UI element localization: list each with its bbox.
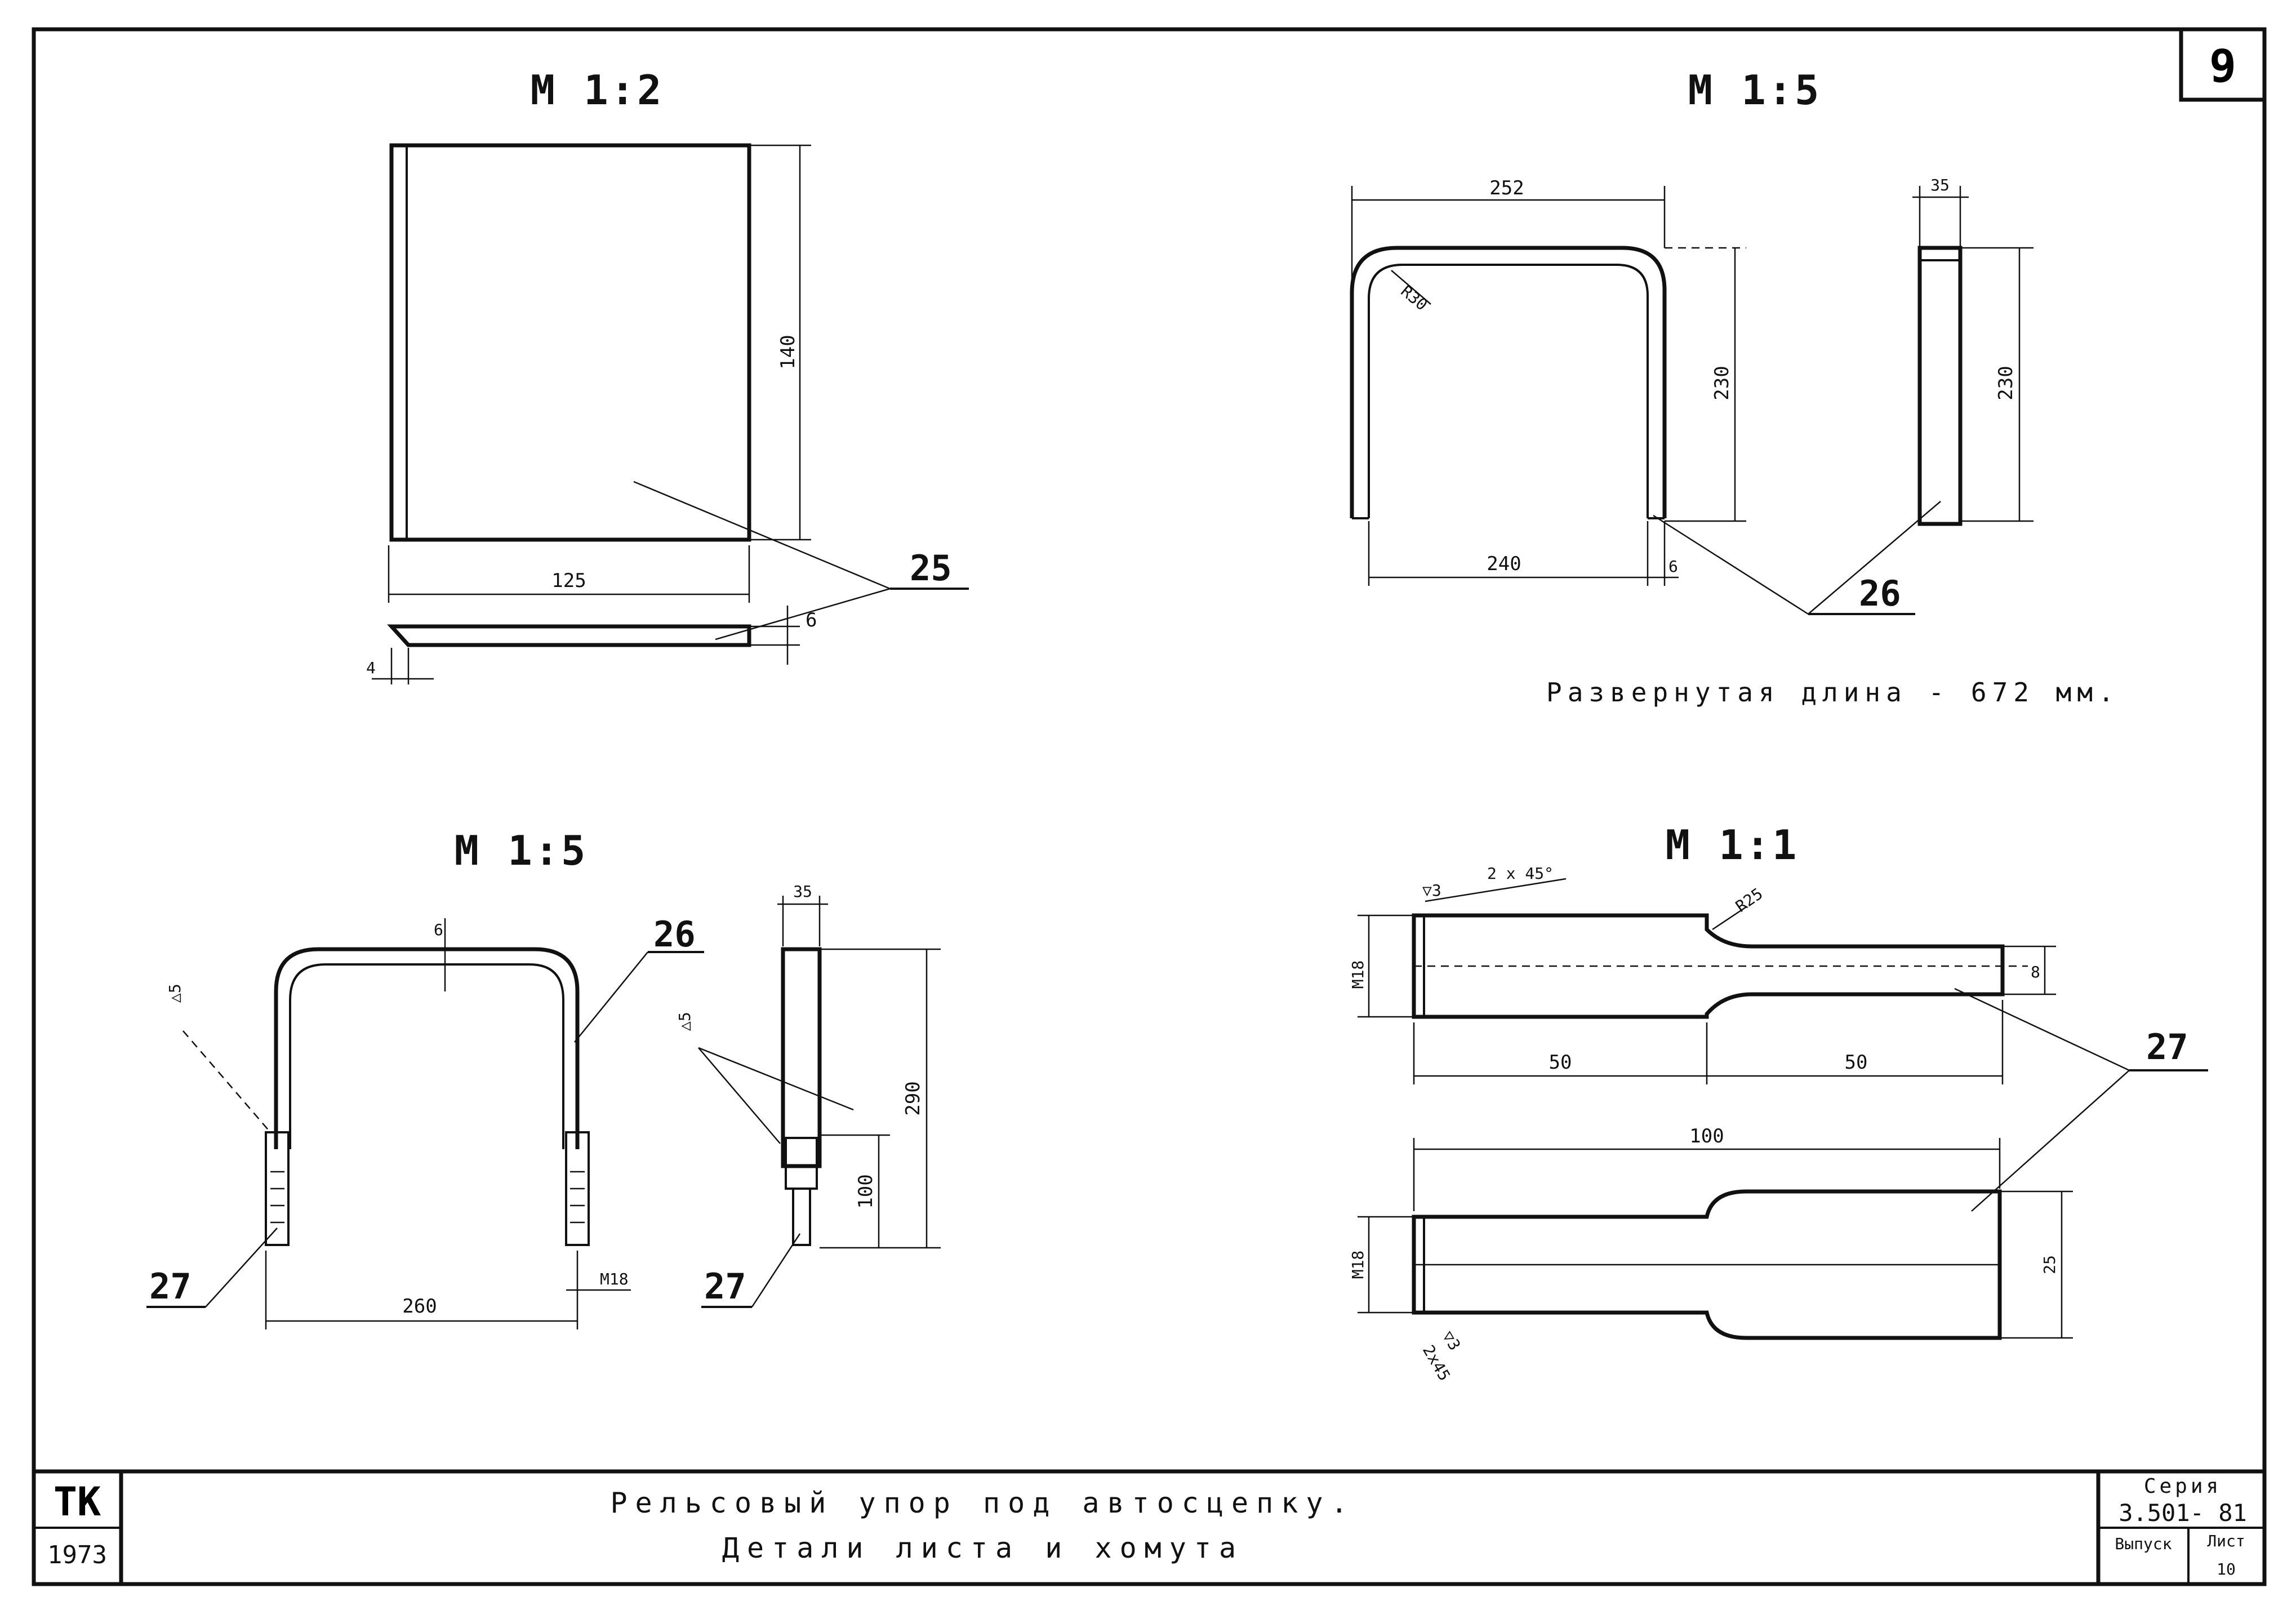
dim-bolt-len-2: 50 — [1845, 1051, 1868, 1074]
dim-clamp-thread: М18 — [600, 1270, 629, 1288]
dim-bolt-end-width: 25 — [2040, 1255, 2059, 1274]
dim-thread-top: М18 — [1349, 960, 1367, 989]
sheet-value: 10 — [2217, 1560, 2236, 1578]
weld-mark-bottom: ▽3 — [1439, 1328, 1464, 1354]
developed-length-note: Развернутая длина - 672 мм. — [1546, 677, 2120, 708]
scale-label-bracket-blank: М 1:5 — [1688, 66, 1822, 114]
weld-label-right: △5 — [675, 1012, 694, 1031]
dim-side-width: 35 — [1930, 176, 1950, 194]
dim-bolt-neck: 8 — [2031, 963, 2040, 981]
scale-label-bolt: М 1:1 — [1666, 821, 1799, 869]
callout-bolt-right: 27 — [704, 1266, 746, 1307]
year: 1973 — [47, 1541, 107, 1569]
dim-plate-chamfer: 4 — [366, 659, 376, 677]
dim-bolt-radius: R25 — [1732, 884, 1766, 916]
dim-bracket-thickness: 6 — [1668, 557, 1678, 576]
callout-26: 26 — [1859, 573, 1901, 614]
dim-plate-width: 125 — [551, 570, 586, 592]
title-block: ТК 1973 Рельсовый упор под автосцепку. Д… — [34, 1469, 2264, 1584]
callout-clamp-26: 26 — [653, 914, 696, 955]
callout-25: 25 — [910, 548, 952, 589]
dim-bracket-height: 230 — [1711, 366, 1733, 400]
org-code: ТК — [54, 1479, 101, 1525]
scale-label-plate: М 1:2 — [531, 66, 664, 114]
dim-clamp-height: 290 — [902, 1081, 924, 1115]
scale-label-clamp: М 1:5 — [455, 827, 588, 874]
weld-label-left: △5 — [166, 984, 184, 1003]
dim-clamp-lower: 100 — [855, 1174, 877, 1208]
drawing-bolt: М 1:1 ▽3 2 x 45° R25 М18 8 50 50 100 — [1349, 821, 2208, 1384]
dim-bracket-top: 252 — [1489, 177, 1524, 199]
weld-mark-top: ▽3 — [1422, 881, 1441, 900]
dim-plate-height: 140 — [777, 335, 799, 369]
issue-label: Выпуск — [2115, 1535, 2172, 1553]
dim-bolt-len-1: 50 — [1549, 1051, 1572, 1074]
dim-side-height: 230 — [1995, 366, 2017, 400]
drawing-plate: М 1:2 140 125 6 4 25 — [366, 66, 969, 684]
dim-clamp-thickness: 6 — [434, 920, 443, 939]
callout-27: 27 — [2146, 1026, 2188, 1068]
drawing-title-line-2: Детали листа и хомута — [722, 1532, 1244, 1564]
sheet-frame — [32, 27, 2267, 1586]
sheet-number-box — [2179, 27, 2267, 102]
dim-chamfer-top: 2 x 45° — [1487, 864, 1554, 883]
dim-bracket-radius: R30 — [1398, 282, 1431, 314]
dim-clamp-side-width: 35 — [793, 882, 812, 901]
dim-bolt-total: 100 — [1689, 1125, 1724, 1148]
drawing-bracket-blank: М 1:5 252 R30 230 240 6 35 — [1350, 66, 2120, 708]
drawing-title-line-1: Рельсовый упор под автосцепку. — [610, 1487, 1355, 1519]
dim-bracket-bottom: 240 — [1487, 553, 1521, 575]
sheet-label: Лист — [2207, 1532, 2245, 1550]
dim-plate-thickness: 6 — [806, 609, 817, 631]
series-label: Серия — [2144, 1475, 2222, 1498]
drawing-clamp-assembly: М 1:5 6 260 М18 △5 △5 26 — [146, 827, 941, 1329]
dim-thread-bottom: М18 — [1349, 1251, 1367, 1279]
series-number: 3.501- 81 — [2119, 1499, 2247, 1527]
dim-clamp-width: 260 — [402, 1295, 437, 1318]
sheet-number: 9 — [2209, 40, 2236, 92]
callout-bolt-left: 27 — [149, 1266, 192, 1307]
